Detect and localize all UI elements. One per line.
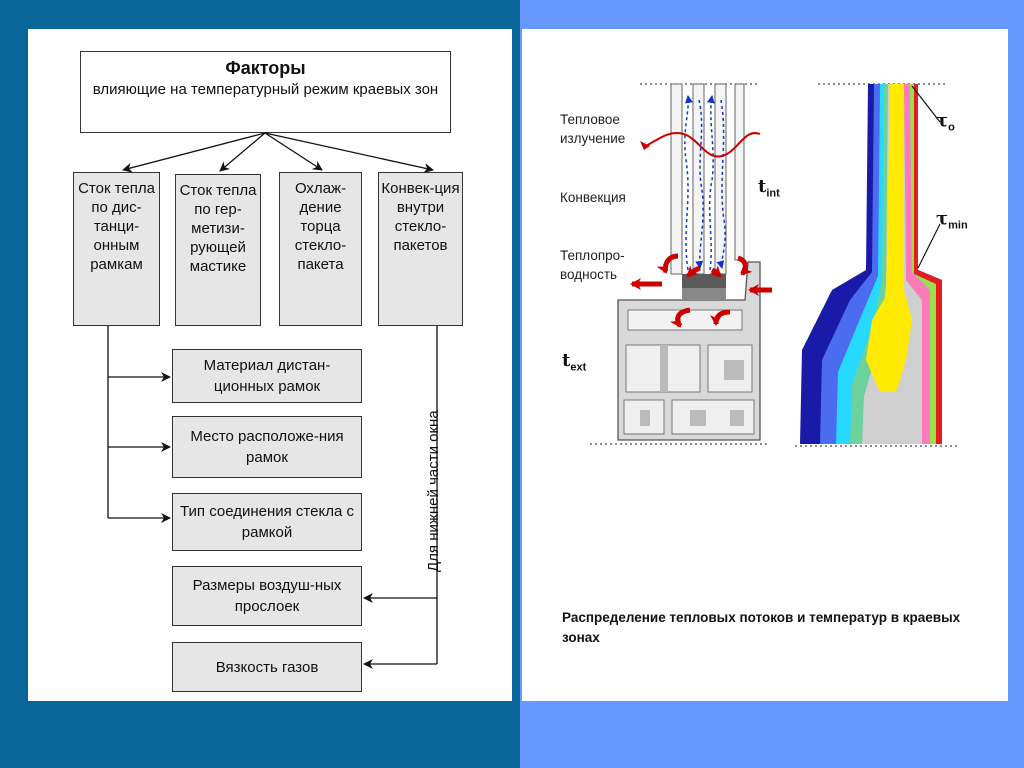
t-int-symbol: tint [758, 176, 780, 200]
parameter-box-5: Вязкость газов [172, 642, 362, 692]
tau-min-symbol: τmin [936, 208, 968, 232]
factors-subtitle: влияющие на температурный режим краевых … [92, 81, 439, 98]
temperature-field [800, 84, 942, 444]
conduction-label: Теплопро-водность [560, 248, 625, 282]
parameter-box-4: Размеры воздуш-ных прослоек [172, 566, 362, 626]
connector-arrow-4 [264, 132, 434, 173]
parameter-box-2: Место расположе-ния рамок [172, 416, 362, 478]
parameter-label-5: Вязкость газов [215, 658, 319, 676]
factor-box-3: Охлаж-дение торца стекло-пакета [279, 172, 362, 326]
factor-box-4: Конвек-ция внутри стекло-пакетов [378, 172, 463, 326]
parameter-label-2: Место расположе-ния рамок [190, 428, 344, 466]
radiation-arrowhead [640, 141, 650, 150]
connector-arrow-1 [122, 132, 266, 173]
factor-label-4: Конвек-ция внутри стекло-пакетов [381, 180, 460, 254]
window-frame-profile [617, 261, 761, 441]
parameter-box-3: Тип соединения стекла с рамкой [172, 493, 362, 551]
factors-title-box: Факторы влияющие на температурный режим … [80, 51, 451, 133]
factor-box-1: Сток тепла по дис-танци-онным рамкам [73, 172, 160, 326]
tau-leader-lines [911, 85, 941, 269]
convection-arrows [684, 95, 726, 271]
connector-arrow-3 [264, 132, 323, 171]
factor-label-2: Сток тепла по гер-метизи-рующей мастике [179, 182, 257, 275]
connector-lines [107, 132, 438, 669]
factors-title: Факторы [225, 58, 306, 78]
t-ext-symbol: text [562, 350, 587, 374]
tau-o-symbol: τо [936, 110, 955, 134]
factor-box-2: Сток тепла по гер-метизи-рующей мастике [175, 174, 261, 326]
factor-label-1: Сток тепла по дис-танци-онным рамкам [78, 180, 155, 273]
factor-label-3: Охлаж-дение торца стекло-пакета [294, 180, 347, 273]
conduction-arrows [630, 253, 772, 328]
illustration-caption: Распределение тепловых потоков и темпера… [562, 610, 961, 645]
parameter-box-1: Материал дистан-ционных рамок [172, 349, 362, 403]
glass-panes [670, 83, 745, 275]
parameter-label-1: Материал дистан-ционных рамок [203, 357, 331, 395]
spacer-frames [682, 274, 726, 288]
parameter-label-3: Тип соединения стекла с рамкой [180, 503, 354, 541]
convection-label: Конвекция [560, 190, 626, 205]
radiation-wave [645, 132, 761, 158]
sealant [682, 288, 726, 300]
radiation-label: Тепловое излучение [560, 112, 626, 146]
connector-arrow-2 [219, 132, 266, 172]
parameter-label-4: Размеры воздуш-ных прослоек [192, 577, 342, 615]
